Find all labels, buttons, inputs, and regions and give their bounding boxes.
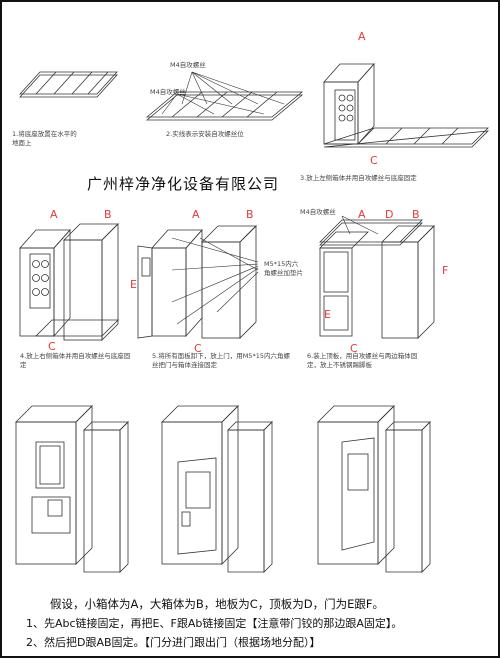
m4-screw-label-top: M4自攻螺丝: [170, 61, 206, 69]
label-c-step4: C: [48, 340, 56, 353]
assembled-cabinet-1: [15, 405, 129, 573]
assumption-note: 假设，小箱体为A，大箱体为B，地板为C，顶板为D，门为E跟F。: [50, 597, 385, 611]
m4-screw-label-mid: M4自攻螺丝: [150, 88, 186, 96]
step-4-caption: 4.放上右侧箱体并用自攻螺丝与底座固定: [20, 352, 131, 369]
instruction-step-2: 2、然后把D跟AB固定。【门分进门跟出门（根据场地分配）】: [26, 636, 321, 649]
step-6-caption: 6.装上顶板，用自攻螺丝与两边箱体固定，放上不锈钢踢脚板: [307, 352, 418, 369]
assembled-cabinet-2: [161, 405, 273, 573]
assembled-cabinet-3: [317, 405, 431, 573]
label-e-step5: E: [130, 278, 137, 291]
top-plate-drawing: [319, 215, 435, 339]
step-5-caption: 5.将所有面板卸下，放上门，用M5*15内六角螺丝把门与箱体连接固定: [152, 352, 290, 369]
m4-screw-label-right: M4自攻螺丝: [300, 208, 336, 216]
label-c-step6: C: [350, 342, 358, 355]
label-a-step4: A: [50, 208, 58, 221]
floor-base-drawing: [19, 71, 118, 98]
label-a-step6: A: [358, 208, 366, 221]
company-name: 广州梓净净化设备有限公司: [87, 175, 280, 193]
instruction-step-1: 1、先Abc链接固定，再把E、F跟Ab链接固定【注意带门铰的那边跟A固定】。: [26, 617, 403, 630]
label-c-step5: C: [194, 342, 202, 355]
label-b-step6: B: [412, 208, 420, 221]
label-b-step5: B: [246, 208, 254, 221]
step-1-caption: 1.将底座放置在水平的地面上: [12, 130, 77, 147]
label-c-top: C: [370, 154, 378, 167]
label-d-step6: D: [385, 208, 394, 221]
m5-screw-label: M5*15内六角螺丝加垫片: [264, 260, 303, 277]
step-3-caption: 3.放上左侧箱体并用自攻螺丝与底座固定: [300, 174, 417, 182]
floor-screw-drawing: [145, 71, 304, 121]
label-f-step6: F: [442, 264, 449, 277]
door-install-drawing: [137, 225, 259, 339]
label-a-step5: A: [192, 208, 200, 221]
label-e-step6: E: [324, 308, 331, 321]
left-cabinet-on-base-drawing: [323, 62, 490, 148]
step-2-caption: 2.实线表示安装自攻螺丝位: [166, 130, 244, 138]
right-cabinet-drawing: [19, 223, 119, 341]
label-a-top: A: [358, 30, 366, 43]
label-b-step4: B: [104, 208, 112, 221]
